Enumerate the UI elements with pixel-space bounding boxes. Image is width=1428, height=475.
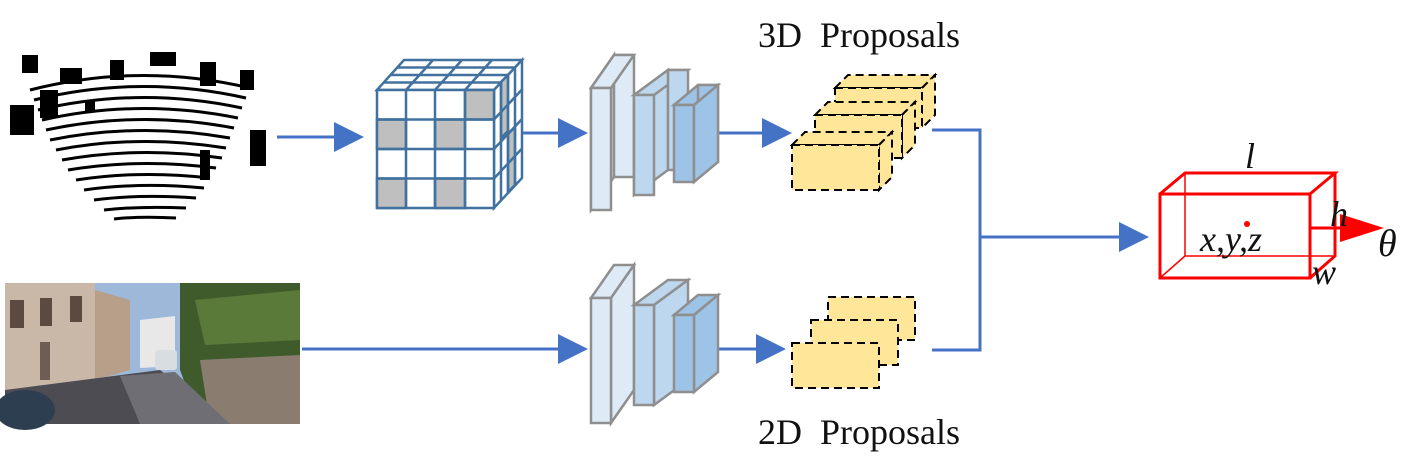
voxel-grid-cube-icon <box>374 56 525 212</box>
lidar-point-cloud-image <box>10 41 270 230</box>
label-3d-proposals: 3D Proposals <box>758 15 960 55</box>
fusion-connector <box>932 128 1149 352</box>
heading-arrow-icon <box>1310 214 1384 242</box>
feature-extractor-layers-icon-bottom <box>588 261 722 427</box>
center-point-icon <box>1244 221 1250 227</box>
3d-proposals-stack <box>789 72 938 193</box>
output-bounding-box <box>1158 171 1340 280</box>
label-center: x,y,z <box>1199 219 1262 259</box>
label-length: l <box>1245 136 1255 176</box>
label-width: w <box>1312 252 1336 292</box>
label-height: h <box>1330 194 1348 234</box>
label-2d-proposals: 2D Proposals <box>758 412 960 452</box>
label-angle: θ <box>1378 223 1397 265</box>
feature-extractor-layers-icon <box>588 51 722 214</box>
2d-proposals-stack <box>791 296 916 389</box>
street-scene-photo <box>0 283 300 430</box>
